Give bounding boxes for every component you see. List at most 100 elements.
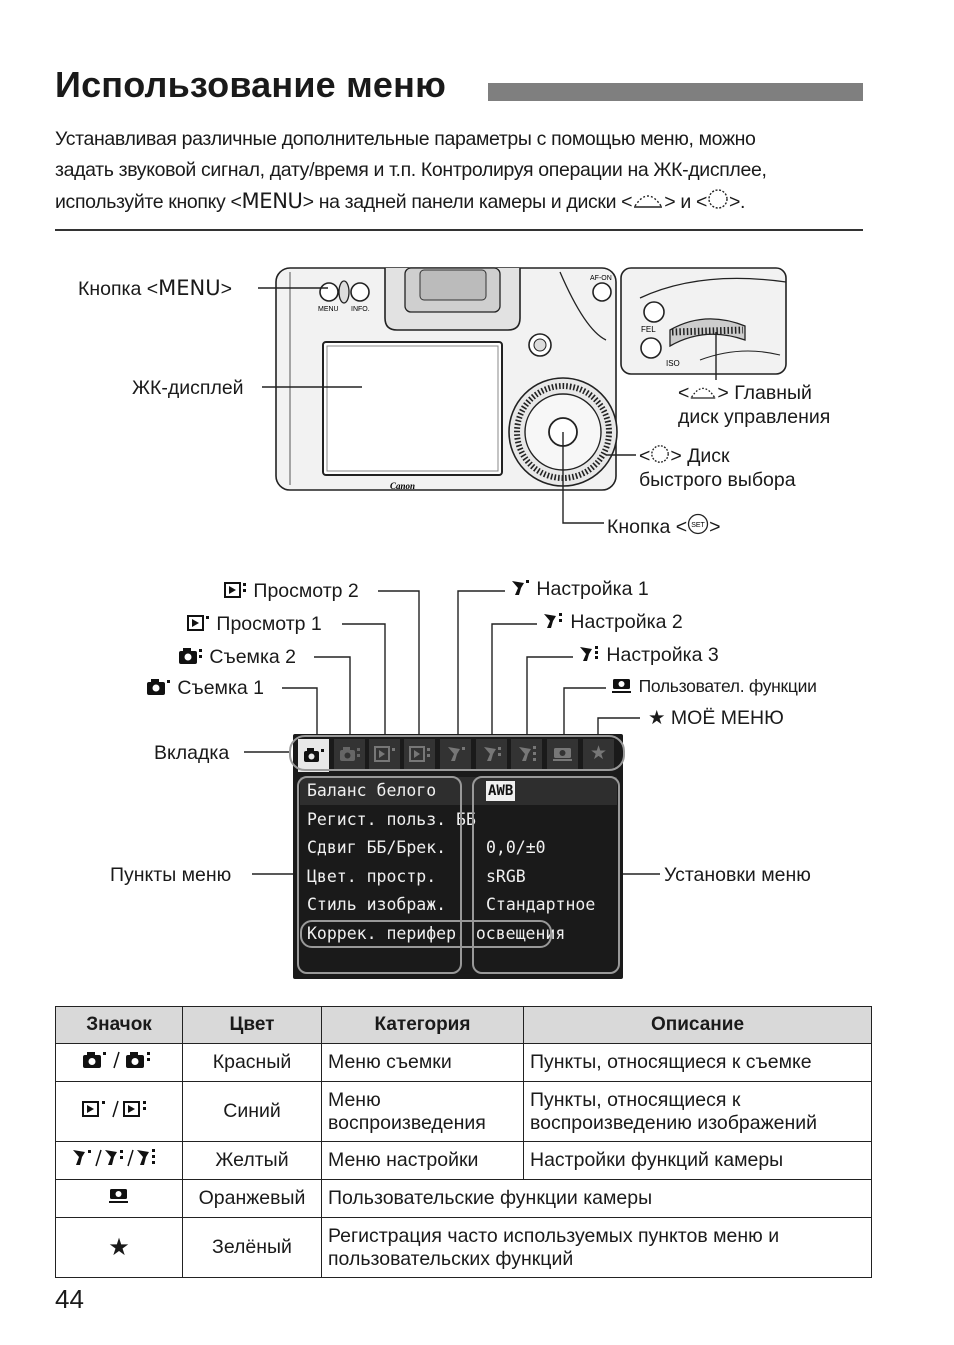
tab-setup2[interactable] [476,739,507,769]
label-text: Съемка 2 [209,646,297,668]
menu-items-label: Пункты меню [110,864,232,886]
main-dial-label-1: <> Главный [678,381,812,405]
category-cell: Меню настройки [321,1141,524,1180]
setup3-icon [580,646,598,661]
menu-row[interactable]: Сдвиг ББ/Брек.0,0/±0 [300,834,617,862]
setup2-icon [544,613,562,628]
table-row: Синий Меню воспроизведения Пункты, относ… [55,1081,872,1142]
setup-menu-icons [73,1148,155,1166]
table-row: Красный Меню съемки Пункты, относящиеся … [55,1043,872,1082]
cam-info-label: INFO. [351,306,370,313]
tab-label-setup2: Настройка 2 [541,610,683,634]
tab-shooting2[interactable] [334,739,365,769]
label-text: Кнопка < [78,278,159,300]
intro-text: >. [729,191,746,213]
intro-text: > и < [664,191,707,213]
color-cell: Оранжевый [182,1179,322,1218]
star-icon: ★ [589,743,608,764]
tab-label-playback1: Просмотр 1 [187,612,322,636]
category-cell: Пользовательские функции камеры [321,1179,872,1218]
cam-brand: Canon [390,481,415,491]
menu-row-name: Стиль изображ. [307,895,447,915]
table-header: Значок [55,1006,183,1044]
set-button-label: Кнопка <SET> [607,513,721,539]
tab-label-setup1: Настройка 1 [509,577,649,601]
description-cell: Пункты, относящиеся к воспроизведению из… [523,1081,872,1142]
intro-paragraph: Устанавливая различные дополнительные па… [55,124,855,218]
setup2-icon [483,747,501,761]
custom-functions-icon [552,748,572,761]
tab-label-custom: Пользовател. функции [610,674,817,698]
menu-row[interactable]: Регист. польз. ББ [300,806,617,834]
tab-playback2[interactable] [404,739,435,769]
menu-button-glyph: MENU [158,276,221,300]
label-text: Настройка 1 [536,578,649,600]
tab-label-setup3: Настройка 3 [577,643,719,667]
main-dial-icon [691,387,716,399]
icon-cell: ★ [55,1217,183,1278]
cam-afon-label: AF-ON [590,275,612,282]
menu-row[interactable]: Коррек. перифер. освещения [300,920,617,948]
tab-label-shooting2: Съемка 2 [178,645,296,669]
label-text: Пользовател. функции [638,676,817,696]
menu-row-name: Цвет. простр. [307,866,437,886]
shooting2-icon [339,747,360,761]
label-text: > [220,278,233,300]
menu-row-name: Баланс белого [307,781,437,800]
menu-row[interactable]: Цвет. простр.sRGB [300,863,617,891]
table-header: Категория [321,1006,524,1044]
menu-items-highlight [297,776,462,974]
shooting1-icon [303,748,324,762]
custom-functions-icon [612,679,631,693]
tab-mymenu[interactable]: ★ [583,739,614,769]
intro-line-3: используйте кнопку <MENU> на задней пане… [55,186,855,218]
lcd-menu-screen [293,734,623,979]
section-divider [55,229,863,231]
menu-row-highlight [300,920,552,948]
menu-button-glyph: MENU [241,189,303,213]
label-text: > Главный [717,382,812,404]
setup1-icon [512,580,529,595]
quick-dial-label-1: <> Диск [639,444,730,468]
title-bar-decoration [488,83,863,101]
icon-cell [55,1141,183,1180]
label-text: Настройка 2 [570,611,683,633]
cam-iso-label: ISO [666,359,680,368]
icon-cell [55,1179,183,1218]
menu-row[interactable]: Стиль изображ.Стандартное [300,891,617,919]
menu-row-name: Сдвиг ББ/Брек. [307,838,447,858]
tab-label-mymenu: ★ МОЁ МЕНЮ [648,706,784,730]
camera-top-inset: FEL ISO [620,267,787,375]
menu-button-label: Кнопка <MENU> [78,276,232,301]
category-cell: Регистрация часто используемых пунктов м… [321,1217,872,1278]
category-cell: Меню воспроизведения [321,1081,524,1142]
tab-custom[interactable] [547,739,578,769]
intro-line-2: задать звуковой сигнал, дату/время и т.п… [55,159,767,181]
playback1-icon [187,615,209,631]
star-icon: ★ [648,707,666,729]
custom-functions-icon [109,1188,128,1203]
playback2-icon [408,746,430,762]
icon-cell [55,1081,183,1142]
menu-row-name: Коррек. перифер. освещения [307,924,566,943]
shooting1-icon [147,679,170,695]
label-text: Съемка 1 [177,677,265,699]
playback-menu-icons [82,1100,146,1117]
tab-setup1[interactable] [440,739,471,769]
quick-dial-label-2: быстрого выбора [639,469,796,491]
color-cell: Красный [182,1043,322,1082]
cam-menu-label: MENU [318,306,339,313]
setup1-icon [447,747,465,761]
intro-text: > на задней панели камеры и диски < [302,191,633,213]
menu-settings-label: Установки меню [664,864,811,886]
color-cell: Желтый [182,1141,322,1180]
playback1-icon [373,746,395,762]
tab-playback1[interactable] [369,739,400,769]
lcd-label: ЖК-дисплей [132,377,244,399]
description-cell: Пункты, относящиеся к съемке [523,1043,872,1082]
label-text: > Диск [670,445,730,467]
shooting2-icon [179,648,202,664]
menu-row-name: Регист. польз. ББ [307,809,476,829]
page-title: Использование меню [55,64,447,105]
tab-setup3[interactable] [511,739,542,769]
